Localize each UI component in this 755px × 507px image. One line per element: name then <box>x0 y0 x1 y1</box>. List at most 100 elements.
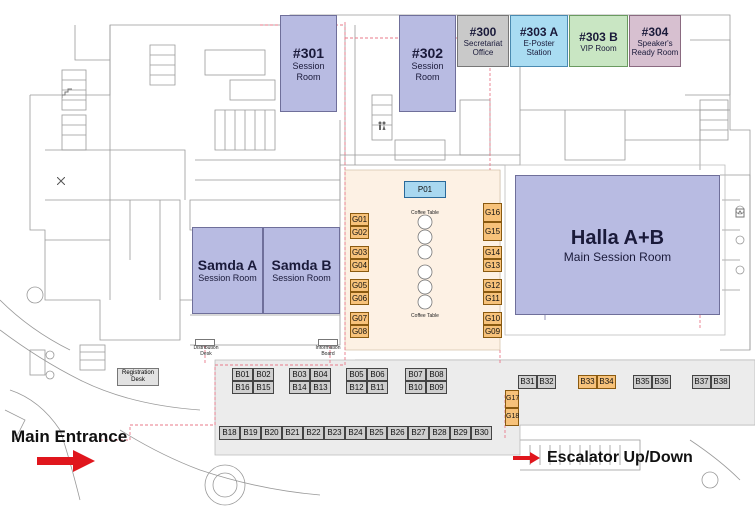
room-304-number: #304 <box>641 25 669 39</box>
room-halla[interactable]: Halla A+B Main Session Room <box>515 175 720 315</box>
booth-b29[interactable]: B29 <box>450 426 471 440</box>
booth-g04[interactable]: G04 <box>350 259 369 272</box>
room-halla-name: Halla A+B <box>570 226 665 249</box>
room-samda-a-name: Samda A <box>197 257 258 273</box>
booth-b30[interactable]: B30 <box>471 426 492 440</box>
room-303b-number: #303 B <box>579 29 618 44</box>
booth-g12[interactable]: G12 <box>483 279 502 292</box>
booth-b12[interactable]: B12 <box>346 381 367 394</box>
booth-b10[interactable]: B10 <box>405 381 426 394</box>
room-samda-a[interactable]: Samda A Session Room <box>192 227 263 314</box>
distribution-desk-label: Distribution Desk <box>193 345 219 357</box>
booth-b04[interactable]: B04 <box>310 368 331 381</box>
escalator-arrow-icon <box>513 452 540 464</box>
room-300-number: #300 <box>469 25 497 39</box>
booth-g17[interactable]: G17 <box>505 390 519 408</box>
booth-b25[interactable]: B25 <box>366 426 387 440</box>
coffee-table-label-2: Coffee Table <box>411 313 439 319</box>
booth-g15[interactable]: G15 <box>483 222 502 241</box>
booth-b37[interactable]: B37 <box>692 375 711 389</box>
booth-b24[interactable]: B24 <box>345 426 366 440</box>
registration-desk[interactable]: Registration Desk <box>117 368 159 386</box>
room-samda-b[interactable]: Samda B Session Room <box>263 227 340 314</box>
distribution-desk <box>195 339 215 346</box>
room-302-type: Session Room <box>411 60 444 82</box>
room-300[interactable]: #300 Secretariat Office <box>457 15 509 67</box>
room-303a[interactable]: #303 A E-Poster Station <box>510 15 568 67</box>
booth-b01[interactable]: B01 <box>232 368 253 381</box>
booth-b33[interactable]: B33 <box>578 375 597 389</box>
booth-g05[interactable]: G05 <box>350 279 369 292</box>
booth-g06[interactable]: G06 <box>350 292 369 305</box>
booth-b23[interactable]: B23 <box>324 426 345 440</box>
booth-g08[interactable]: G08 <box>350 325 369 338</box>
booth-g02[interactable]: G02 <box>350 226 369 239</box>
booth-b16[interactable]: B16 <box>232 381 253 394</box>
booth-b05[interactable]: B05 <box>346 368 367 381</box>
booth-g11[interactable]: G11 <box>483 292 502 305</box>
booth-b32[interactable]: B32 <box>537 375 556 389</box>
booth-b19[interactable]: B19 <box>240 426 261 440</box>
booth-g07[interactable]: G07 <box>350 312 369 325</box>
information-board-label: Information Board <box>315 345 341 357</box>
room-301[interactable]: #301 Session Room <box>280 15 337 112</box>
booth-g01[interactable]: G01 <box>350 213 369 226</box>
booth-g13[interactable]: G13 <box>483 259 502 272</box>
room-301-type: Session Room <box>292 60 325 82</box>
main-entrance-label: Main Entrance <box>11 427 128 446</box>
information-board <box>318 339 338 346</box>
booth-b08[interactable]: B08 <box>426 368 447 381</box>
booth-b03[interactable]: B03 <box>289 368 310 381</box>
booth-b36[interactable]: B36 <box>652 375 671 389</box>
booth-p01[interactable]: P01 <box>404 181 446 198</box>
booth-b21[interactable]: B21 <box>282 426 303 440</box>
booth-b02[interactable]: B02 <box>253 368 274 381</box>
accessible-icon <box>56 172 66 186</box>
room-301-number: #301 <box>292 44 325 61</box>
booth-b07[interactable]: B07 <box>405 368 426 381</box>
booth-b38[interactable]: B38 <box>711 375 730 389</box>
room-302[interactable]: #302 Session Room <box>399 15 456 112</box>
room-300-type: Secretariat Office <box>463 39 503 57</box>
booth-b06[interactable]: B06 <box>367 368 388 381</box>
booth-g16[interactable]: G16 <box>483 203 502 222</box>
booth-g03[interactable]: G03 <box>350 246 369 259</box>
booth-b11[interactable]: B11 <box>367 381 388 394</box>
booth-b14[interactable]: B14 <box>289 381 310 394</box>
restroom-icon <box>377 118 387 130</box>
room-303a-type: E-Poster Station <box>523 39 555 57</box>
stairs-icon <box>61 85 72 98</box>
room-304[interactable]: #304 Speaker's Ready Room <box>629 15 681 67</box>
room-304-type: Speaker's Ready Room <box>631 39 679 57</box>
coffee-table-label-1: Coffee Table <box>411 210 439 216</box>
booth-b18[interactable]: B18 <box>219 426 240 440</box>
booth-b22[interactable]: B22 <box>303 426 324 440</box>
booth-b26[interactable]: B26 <box>387 426 408 440</box>
room-303b-type: VIP Room <box>580 43 617 53</box>
booth-g18[interactable]: G18 <box>505 408 519 426</box>
room-halla-type: Main Session Room <box>563 249 672 264</box>
booth-g14[interactable]: G14 <box>483 246 502 259</box>
escalator-label: Escalator Up/Down <box>547 449 693 466</box>
booth-b15[interactable]: B15 <box>253 381 274 394</box>
room-303a-number: #303 A <box>519 25 559 39</box>
booth-b31[interactable]: B31 <box>518 375 537 389</box>
booth-b09[interactable]: B09 <box>426 381 447 394</box>
elevator-icon <box>735 205 745 218</box>
room-samda-b-type: Session Room <box>272 273 331 283</box>
booth-g10[interactable]: G10 <box>483 312 502 325</box>
booth-g09[interactable]: G09 <box>483 325 502 338</box>
booth-b20[interactable]: B20 <box>261 426 282 440</box>
room-samda-a-type: Session Room <box>198 273 257 283</box>
room-samda-b-name: Samda B <box>271 257 332 273</box>
booth-b27[interactable]: B27 <box>408 426 429 440</box>
booth-b34[interactable]: B34 <box>597 375 616 389</box>
booth-b35[interactable]: B35 <box>633 375 652 389</box>
room-303b[interactable]: #303 B VIP Room <box>569 15 628 67</box>
room-302-number: #302 <box>411 44 444 61</box>
booth-b13[interactable]: B13 <box>310 381 331 394</box>
booth-b28[interactable]: B28 <box>429 426 450 440</box>
main-entrance-arrow-icon <box>37 450 95 472</box>
